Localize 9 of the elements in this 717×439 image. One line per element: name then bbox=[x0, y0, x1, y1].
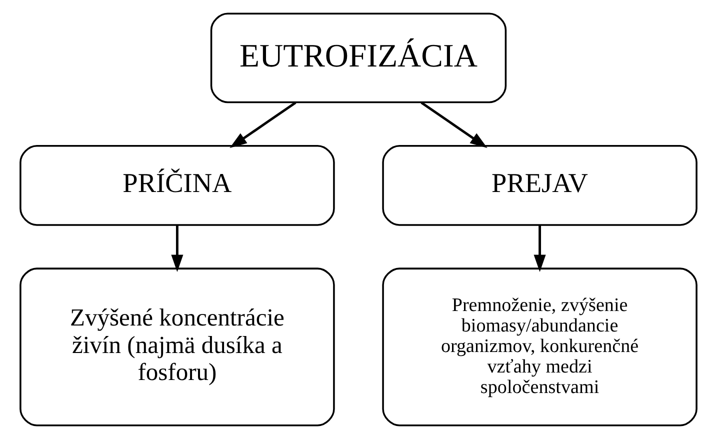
node-box: Premnoženie, zvýšenie biomasy/abundancie organizmov, konkurenčné vzťahy medzi spoločenstvami bbox=[382, 268, 698, 426]
node-box: Zvýšené koncentrácie živín (najmä dusíka a fosforu) bbox=[20, 268, 335, 426]
node-box: EUTROFIZÁCIA bbox=[210, 12, 507, 104]
arrow bbox=[230, 102, 296, 148]
arrow bbox=[171, 225, 184, 272]
node-box: PREJAV bbox=[382, 145, 698, 226]
node-box: PRÍČINA bbox=[20, 145, 335, 226]
arrow bbox=[534, 225, 546, 272]
arrow bbox=[420, 102, 488, 148]
